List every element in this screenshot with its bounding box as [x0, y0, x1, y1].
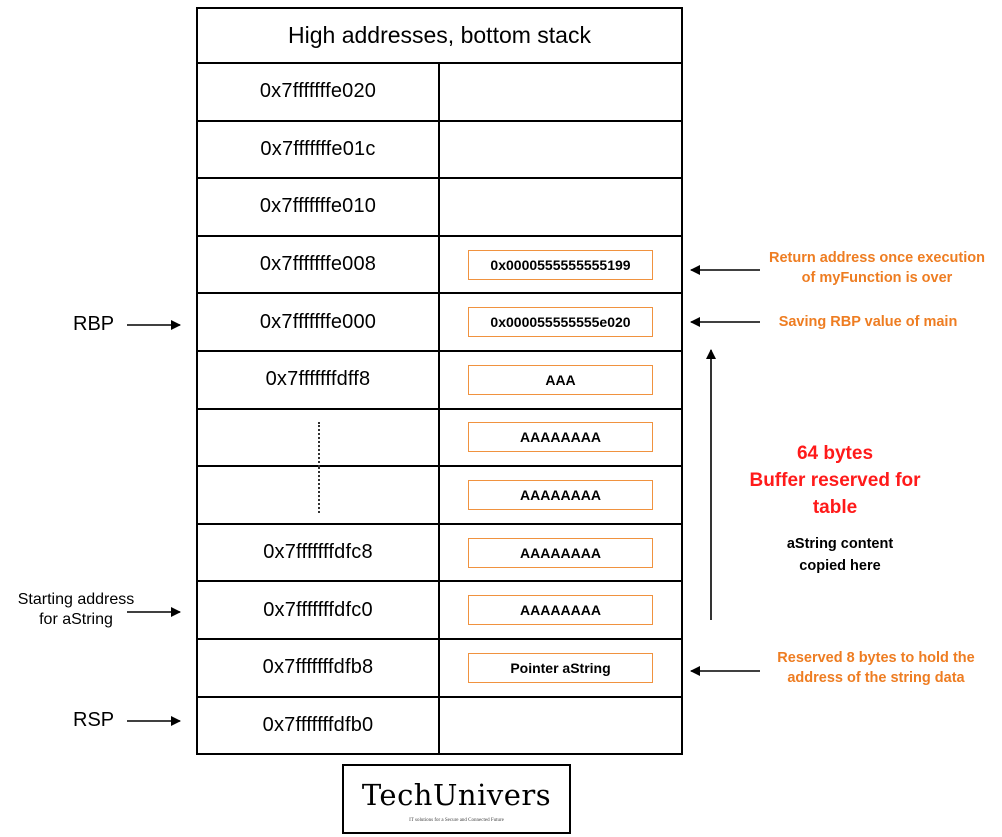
return-address-note: Return address once execution of myFunct… — [769, 250, 985, 286]
address-cell: 0x7fffffffdfc8 — [198, 524, 440, 581]
stack-row: 0x7fffffffe020 — [196, 64, 683, 122]
astring-content-note: aString content copied here — [786, 536, 894, 574]
reserved-bytes-note: Reserved 8 bytes to hold the address of … — [777, 650, 975, 686]
buffer-value: AAAAAAAA — [468, 479, 653, 510]
stack-row: 0x7fffffffe010 — [196, 179, 683, 237]
address-cell: 0x7fffffffe020 — [198, 64, 440, 120]
buffer-value: AAAAAAAA — [468, 595, 653, 626]
ellipsis-dotted-line — [318, 421, 320, 468]
address-cell: 0x7fffffffe01c — [198, 121, 440, 178]
address-cell: 0x7fffffffdff8 — [198, 351, 440, 408]
value-cell: AAA — [440, 352, 681, 408]
value-cell: 0x0000555555555199 — [440, 237, 681, 293]
stack-row: 0x7fffffffdff8 AAA — [196, 351, 683, 410]
address-cell: 0x7fffffffe000 — [198, 294, 440, 350]
saved-rbp-value: 0x000055555555e020 — [468, 307, 653, 338]
address-cell: 0x7fffffffdfb8 — [198, 639, 440, 696]
value-cell: AAAAAAAA — [440, 467, 681, 523]
address-cell: 0x7fffffffdfc0 — [198, 582, 440, 638]
pointer-value: Pointer aString — [468, 652, 653, 683]
stack-row: 0x7fffffffe01c — [196, 121, 683, 180]
value-cell: AAAAAAAA — [440, 410, 681, 466]
saving-rbp-note: Saving RBP value of main — [778, 314, 958, 330]
stack-row: AAAAAAAA — [196, 409, 683, 468]
stack-header: High addresses, bottom stack — [196, 7, 683, 64]
stack-row: 0x7fffffffdfc0 AAAAAAAA — [196, 582, 683, 640]
value-cell: AAAAAAAA — [440, 525, 681, 581]
stack-row: 0x7fffffffdfb0 — [196, 697, 683, 756]
buffer-note: 64 bytes Buffer reserved for table — [749, 443, 921, 518]
value-cell: 0x000055555555e020 — [440, 294, 681, 350]
buffer-value: AAAAAAAA — [468, 537, 653, 568]
logo-tagline: IT solutions for a Secure and Connected … — [409, 817, 504, 823]
stack-row: AAAAAAAA — [196, 467, 683, 525]
buffer-value: AAA — [468, 364, 653, 395]
stack-row: 0x7fffffffdfc8 AAAAAAAA — [196, 524, 683, 583]
starting-address-label: Starting address for aString — [17, 591, 135, 628]
address-cell: 0x7fffffffe010 — [198, 179, 440, 235]
logo-name: TechUnivers — [361, 777, 552, 812]
stack-table: High addresses, bottom stack 0x7fffffffe… — [196, 7, 683, 756]
address-cell: 0x7fffffffdfb0 — [198, 697, 440, 754]
stack-row: 0x7fffffffe008 0x0000555555555199 — [196, 236, 683, 295]
value-cell: AAAAAAAA — [440, 582, 681, 638]
buffer-value: AAAAAAAA — [468, 422, 653, 453]
rbp-label: RBP — [73, 313, 115, 335]
address-cell: 0x7fffffffe008 — [198, 236, 440, 293]
value-cell: Pointer aString — [440, 640, 681, 696]
address-cell — [198, 467, 440, 523]
address-cell — [198, 409, 440, 468]
return-address-value: 0x0000555555555199 — [468, 249, 653, 280]
rsp-label: RSP — [73, 709, 115, 731]
stack-row: 0x7fffffffe000 0x000055555555e020 — [196, 294, 683, 352]
stack-row: 0x7fffffffdfb8 Pointer aString — [196, 639, 683, 698]
techunivers-logo: TechUnivers IT solutions for a Secure an… — [342, 764, 571, 834]
ellipsis-dotted-line — [318, 467, 320, 513]
